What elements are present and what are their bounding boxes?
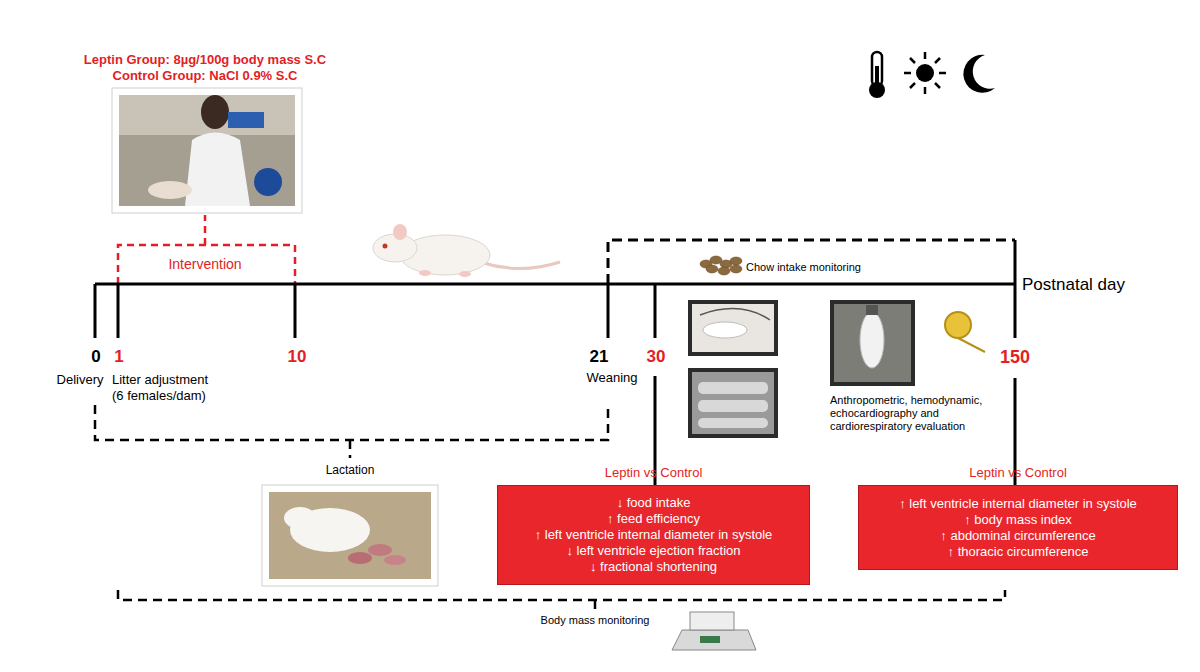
pellet bbox=[730, 257, 742, 265]
rat-head bbox=[373, 234, 417, 262]
bracket-label: Lactation bbox=[326, 463, 375, 477]
photo-frame bbox=[688, 300, 778, 356]
dam-head bbox=[284, 507, 316, 529]
intervention-bracket bbox=[118, 215, 295, 284]
rat-illustration bbox=[373, 224, 560, 277]
pup-hand bbox=[148, 181, 192, 199]
chow-pellets bbox=[700, 256, 742, 275]
person-head bbox=[201, 95, 229, 129]
result-box: Leptin vs Control↓ food intake↑ feed eff… bbox=[497, 485, 810, 585]
rat-paw bbox=[419, 270, 431, 276]
result-line: ↓ fractional shortening bbox=[590, 559, 717, 575]
pup bbox=[368, 544, 392, 556]
axis-label: Postnatal day bbox=[1022, 275, 1125, 295]
day-number: 150 bbox=[1000, 347, 1030, 369]
bracket-label: Intervention bbox=[168, 256, 241, 273]
result-line: ↓ left ventricle ejection fraction bbox=[566, 543, 740, 559]
photo-echocardiography bbox=[834, 304, 911, 382]
evaluation-note: Anthropometric, hemodynamic, echocardiog… bbox=[830, 394, 995, 434]
probe bbox=[866, 305, 878, 315]
day-number: 10 bbox=[288, 347, 307, 367]
photo-hemodynamic bbox=[692, 304, 774, 352]
researcher-photo bbox=[112, 88, 302, 213]
group-dose-note: Leptin Group: 8µg/100g body mass S.C bbox=[84, 52, 326, 68]
pup bbox=[348, 552, 372, 564]
environment-icons bbox=[869, 52, 995, 98]
photo-frame bbox=[830, 300, 915, 386]
group-dose-note: Control Group: NaCl 0.9% S.C bbox=[113, 68, 298, 84]
restrainer-tube bbox=[698, 418, 768, 428]
photo-bedding bbox=[269, 492, 431, 579]
box-heading: Leptin vs Control bbox=[498, 465, 809, 480]
photo-frame bbox=[688, 368, 778, 438]
result-line: ↑ feed efficiency bbox=[607, 511, 700, 527]
event-label: Litter adjustment (6 females/dam) bbox=[112, 372, 217, 403]
photo-frame bbox=[262, 485, 438, 586]
rat-ear bbox=[393, 224, 407, 240]
result-line: ↑ abdominal circumference bbox=[940, 528, 1095, 544]
restrainer-tube bbox=[698, 400, 768, 412]
chow-monitoring-bracket bbox=[608, 240, 1015, 284]
cable bbox=[700, 309, 770, 320]
scale-pan bbox=[690, 612, 734, 630]
lactation-photo bbox=[262, 485, 438, 586]
moon bbox=[963, 55, 995, 93]
result-line: ↑ left ventricle internal diameter in sy… bbox=[899, 496, 1137, 512]
badge bbox=[254, 168, 282, 196]
person-coat bbox=[185, 133, 250, 207]
scale-display bbox=[700, 636, 720, 643]
pellet bbox=[730, 265, 742, 273]
bracket-label: Chow intake monitoring bbox=[746, 261, 861, 274]
result-box: Leptin vs Control↑ left ventricle intern… bbox=[858, 485, 1178, 570]
day-number: 1 bbox=[114, 347, 123, 367]
body-mass-bracket bbox=[118, 590, 1005, 612]
result-line: ↑ thoracic circumference bbox=[948, 544, 1089, 560]
rat-eye bbox=[383, 244, 388, 249]
pellet bbox=[706, 265, 718, 273]
photo-restrainers bbox=[692, 372, 774, 434]
rat-tail bbox=[480, 262, 560, 269]
rat-paw bbox=[459, 271, 471, 277]
event-label: Delivery bbox=[57, 372, 104, 388]
sun-rays bbox=[904, 52, 946, 94]
photo-frame bbox=[112, 88, 302, 213]
tape-measure bbox=[945, 312, 985, 352]
result-line: ↓ food intake bbox=[617, 495, 691, 511]
day-number: 21 bbox=[590, 347, 609, 367]
result-line: ↑ left ventricle internal diameter in sy… bbox=[535, 527, 773, 543]
day-number: 30 bbox=[647, 347, 666, 367]
thermometer-fill bbox=[875, 66, 879, 88]
bracket-label: Body mass monitoring bbox=[541, 614, 650, 627]
event-label: Weaning bbox=[586, 370, 637, 386]
pellet bbox=[718, 267, 730, 275]
result-line: ↑ body mass index bbox=[964, 512, 1072, 528]
sun bbox=[916, 64, 934, 82]
rat-in-photo bbox=[860, 312, 884, 368]
timeline-axis bbox=[95, 283, 1015, 286]
timeline-ticks bbox=[95, 240, 1015, 485]
scale-icon bbox=[672, 612, 756, 650]
day-number: 0 bbox=[91, 347, 100, 367]
rat-in-photo bbox=[703, 322, 747, 338]
restrainer-tube bbox=[698, 382, 768, 394]
box-heading: Leptin vs Control bbox=[859, 465, 1177, 480]
photo-background bbox=[119, 95, 295, 206]
lactation-bracket bbox=[95, 405, 608, 458]
photo-wall bbox=[119, 95, 295, 135]
blue-object bbox=[228, 112, 264, 128]
scale-base bbox=[672, 630, 756, 650]
pup bbox=[384, 555, 406, 565]
